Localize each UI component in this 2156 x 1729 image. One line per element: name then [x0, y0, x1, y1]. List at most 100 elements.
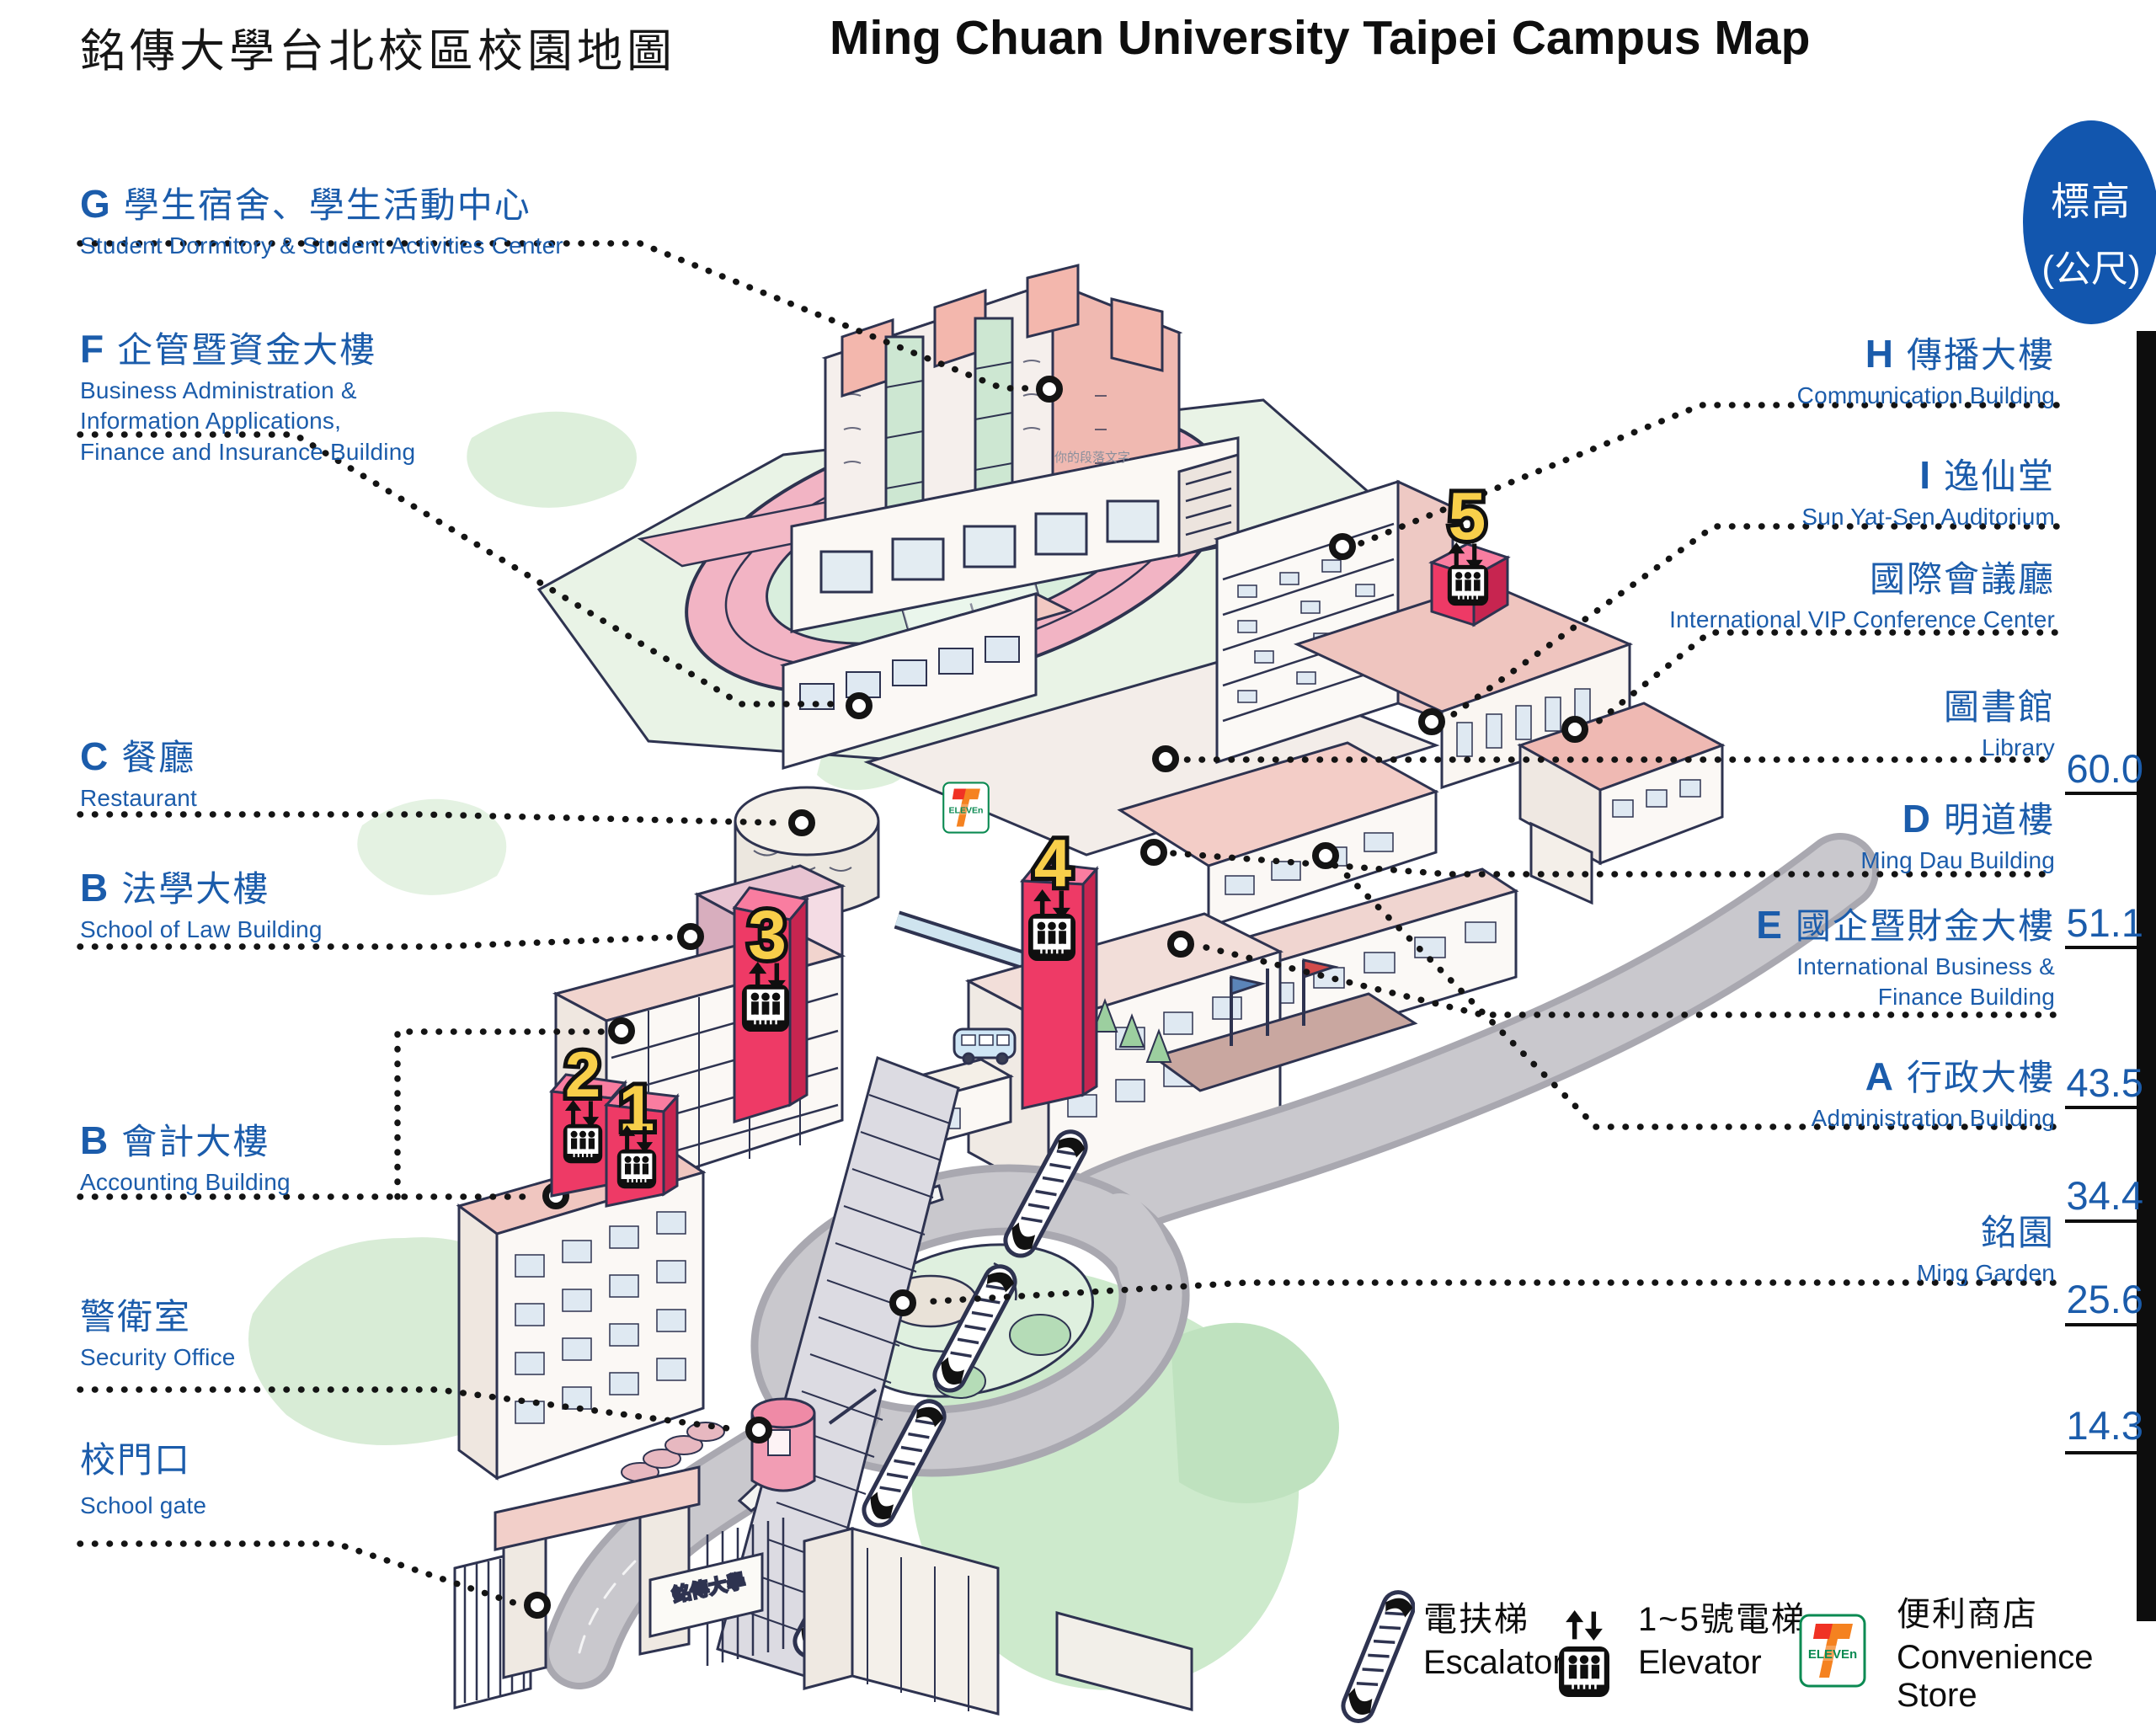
connector-law-building	[77, 934, 673, 950]
building-name-en: International Business &	[1796, 953, 2055, 979]
courtyard-trees	[1091, 998, 1172, 1063]
label-school-gate: 校門口 School gate	[80, 1440, 207, 1520]
library-building	[1517, 702, 1726, 905]
elevation-tick	[2065, 1219, 2156, 1223]
elevator-icon	[1558, 1610, 1610, 1698]
building-name-zh: 逸仙堂	[1943, 456, 2055, 496]
building-name-en: International VIP Conference Center	[1669, 606, 2055, 632]
building-name-zh: 警衛室	[80, 1297, 192, 1337]
seven-eleven-icon	[1799, 1614, 1866, 1688]
building-name-zh: 校門口	[80, 1440, 192, 1480]
building-letter: B	[80, 866, 109, 910]
building-name-en: Library	[1982, 734, 2055, 760]
building-name-en: Information Applications,	[80, 408, 342, 435]
building-name-zh: 餐廳	[121, 738, 196, 777]
elevator-marker-3: 3	[732, 886, 809, 1124]
legend-escalator-en: Escalator	[1423, 1644, 1564, 1681]
building-name-zh: 圖書館	[1943, 687, 2055, 727]
building-name-en: Finance and Insurance Building	[80, 439, 416, 466]
elevation-value: 14.3	[2066, 1403, 2143, 1448]
building-name-zh: 會計大樓	[121, 1122, 270, 1161]
label-vip-conference: 國際會議廳 International VIP Conference Cente…	[1669, 559, 2055, 634]
connector-restaurant	[77, 811, 785, 826]
connector-accounting-branch	[394, 1028, 605, 1200]
seven-eleven-icon	[942, 782, 990, 834]
building-name-en: School gate	[80, 1492, 207, 1518]
connector-ming-dau	[1169, 850, 2046, 878]
page-title-zh: 銘傳大學台北校區校園地圖	[80, 26, 676, 77]
label-restaurant: C 餐廳 Restaurant	[80, 736, 197, 813]
connector-administration	[1337, 866, 2057, 1130]
building-name-zh: 國際會議廳	[1869, 559, 2055, 599]
building-name-en: Finance Building	[1877, 984, 2055, 1011]
elevation-value: 25.6	[2066, 1277, 2143, 1321]
building-letter: A	[1865, 1054, 1893, 1098]
connector-gate	[77, 1540, 520, 1607]
marker-number: 4	[1034, 825, 1072, 900]
elevator-marker-1: 1	[603, 1069, 680, 1208]
building-name-zh: 國企暨財金大樓	[1795, 906, 2055, 946]
building-name-zh: 法學大樓	[121, 869, 270, 909]
page-title-en: Ming Chuan University Taipei Campus Map	[830, 11, 1811, 65]
building-name-en: Accounting Building	[80, 1168, 291, 1195]
building-letter: C	[80, 734, 109, 778]
building-name-zh: 傳播大樓	[1906, 335, 2055, 375]
legend-store-zh: 便利商店	[1897, 1596, 2038, 1633]
building-letter: I	[1919, 453, 1930, 497]
f-building	[780, 592, 1074, 770]
label-connectors	[77, 240, 2060, 1607]
marker-number: 3	[748, 897, 787, 974]
marker-number: 5	[1449, 478, 1486, 553]
connector-dormitory	[77, 240, 1034, 392]
building-name-zh: 企管暨資金大樓	[117, 330, 377, 370]
placeholder-text: 你的段落文字	[1054, 451, 1130, 465]
label-library: 圖書館 Library	[1943, 687, 2055, 762]
escalator-icon	[1339, 1577, 1415, 1724]
elevation-tick	[2065, 946, 2156, 949]
building-letter: H	[1865, 332, 1893, 376]
elevation-tick	[2065, 1323, 2156, 1326]
elevation-value: 51.1	[2066, 900, 2143, 945]
elevation-value: 60.0	[2066, 746, 2143, 791]
building-letter: G	[80, 182, 110, 226]
building-letter: E	[1756, 903, 1782, 947]
connector-auditorium	[1447, 523, 2060, 720]
connector-e-building	[1196, 942, 2057, 1018]
label-security-office: 警衛室 Security Office	[80, 1297, 236, 1372]
marker-number: 2	[565, 1039, 600, 1111]
elevation-tick	[2065, 1451, 2156, 1454]
school-gate-illustration: 銘傳大學	[453, 1465, 1193, 1716]
building-name-en: Administration Building	[1811, 1104, 2055, 1131]
label-ming-garden: 銘園 Ming Garden	[1917, 1214, 2055, 1288]
flag-poles	[1230, 958, 1339, 1046]
legend-elevator-en: Elevator	[1638, 1644, 1762, 1681]
connector-security	[77, 1386, 738, 1433]
building-name-en: Restaurant	[80, 784, 197, 811]
label-auditorium: I 逸仙堂 Sun Yat-Sen Auditorium	[1801, 455, 2055, 531]
elevation-badge-line2: (公尺)	[2041, 248, 2141, 290]
building-letter: F	[80, 327, 104, 371]
building-name-en: Security Office	[80, 1343, 236, 1370]
connector-vip	[1588, 629, 2058, 730]
elevation-scale-bar	[2137, 331, 2156, 1621]
dormitory-building	[790, 264, 1240, 633]
building-name-en: School of Law Building	[80, 915, 323, 942]
gate-sign: 銘傳大學	[648, 1552, 764, 1638]
building-letter: D	[1902, 797, 1930, 840]
elevation-value: 34.4	[2066, 1173, 2143, 1218]
elevation-value: 43.5	[2066, 1060, 2143, 1105]
elevator-marker-5: 5	[1428, 474, 1511, 627]
connector-endpoints	[524, 376, 1588, 1619]
building-name-en: Sun Yat-Sen Auditorium	[1801, 503, 2055, 530]
legend-elevator-zh: 1~5號電梯	[1638, 1601, 1806, 1638]
building-name-zh: 銘園	[1980, 1213, 2055, 1252]
elevation-badge-line1: 標高	[2051, 179, 2132, 223]
connector-communication	[1358, 402, 2060, 547]
building-name-en: Student Dormitory & Student Activities C…	[80, 232, 563, 259]
